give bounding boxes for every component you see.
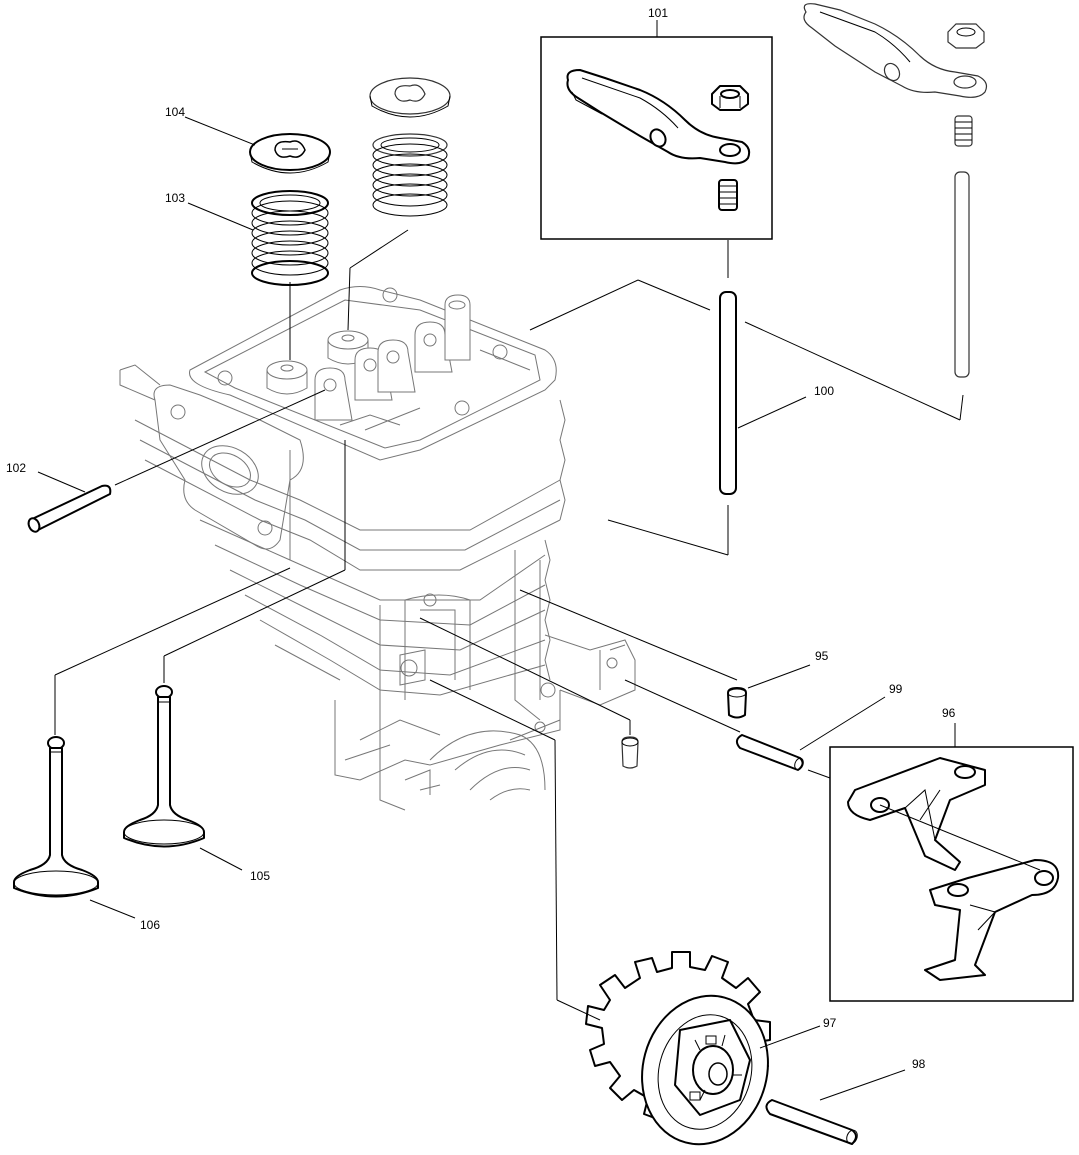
camshaft-gear-97 — [585, 951, 771, 1146]
push-rod-100 — [719, 291, 737, 495]
callout-95: 95 — [815, 649, 829, 663]
tappet-95 — [727, 687, 747, 719]
callout-99: 99 — [889, 682, 903, 696]
side-bracket — [544, 634, 636, 706]
governor-weight-lower — [924, 859, 1060, 981]
rocker-nut-upper-right — [947, 23, 985, 49]
cylinder-fins — [199, 519, 556, 733]
callout-105: 105 — [250, 869, 270, 883]
callout-97: 97 — [823, 1016, 837, 1030]
callout-100: 100 — [814, 384, 834, 398]
callout-104: 104 — [165, 105, 185, 119]
callout-106: 106 — [140, 918, 160, 932]
rocker-arm-upper-right — [803, 3, 988, 98]
valve-105 — [123, 685, 205, 848]
valve-106 — [13, 736, 99, 898]
callout-103: 103 — [165, 191, 185, 205]
valve-spring-103 — [251, 190, 329, 286]
callout-labels: 101 104 103 100 102 95 99 96 105 106 97 … — [6, 6, 956, 1071]
callout-101: 101 — [648, 6, 668, 20]
callout-102: 102 — [6, 461, 26, 475]
camshaft-pin-98 — [765, 1099, 858, 1145]
rocker-arm-inset — [566, 69, 751, 165]
inset-box-96 — [829, 746, 1074, 1002]
head-fins — [134, 399, 566, 571]
inset-box-101 — [540, 36, 773, 240]
rocker-stud-upper-right — [954, 115, 973, 147]
engine-block — [334, 690, 561, 811]
leader-lines — [37, 20, 964, 1101]
valve-seat-left — [266, 360, 308, 395]
push-rod-upper-right — [954, 171, 970, 378]
pin-99 — [736, 734, 804, 771]
callout-96: 96 — [942, 706, 956, 720]
exhaust-flange — [119, 364, 304, 550]
rocker-nut-inset — [711, 85, 749, 111]
rocker-shaft-102 — [27, 484, 112, 533]
callout-98: 98 — [912, 1057, 926, 1071]
rocker-posts — [314, 294, 471, 421]
tappet-lower — [621, 736, 639, 769]
valve-spring-upper — [372, 133, 448, 217]
cylinder-head-assembly — [119, 286, 636, 811]
rocker-stud-inset — [718, 179, 738, 211]
spring-retainer-upper — [369, 77, 451, 118]
governor-weight-upper — [847, 757, 986, 871]
spring-retainer-104 — [249, 133, 331, 174]
